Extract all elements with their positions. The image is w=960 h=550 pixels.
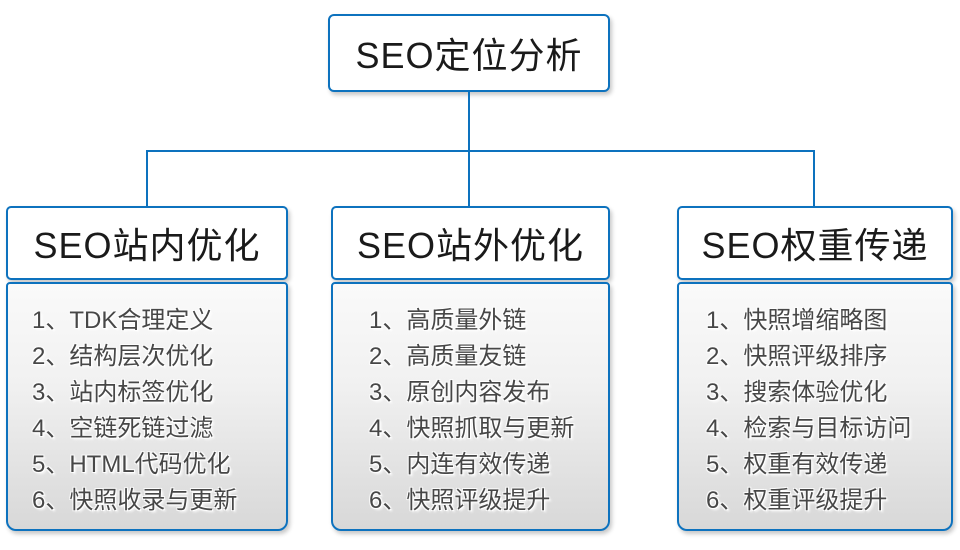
branch-title-label: SEO站内优化 [33,225,261,266]
list-item: 2、结构层次优化 [32,343,214,370]
branch-title-label: SEO权重传递 [701,225,929,266]
list-item: 1、高质量外链 [369,307,527,334]
list-item: 6、快照收录与更新 [32,487,238,514]
list-item: 4、检索与目标访问 [706,415,912,442]
list-item: 3、站内标签优化 [32,379,214,406]
root-node: SEO定位分析 [328,14,610,92]
list-item: 2、快照评级排序 [706,343,888,370]
branch-list-weight: 1、快照增缩略图 2、快照评级排序 3、搜索体验优化 4、检索与目标访问 5、权… [677,282,953,531]
list-item: 4、快照抓取与更新 [369,415,575,442]
connector-drop-left [146,152,148,207]
connector-root-stem [468,92,470,152]
list-item: 1、快照增缩略图 [706,307,888,334]
branch-title-label: SEO站外优化 [356,225,585,266]
list-item: 3、原创内容发布 [369,379,551,406]
list-item: 4、空链死链过滤 [32,415,214,442]
list-item: 2、高质量友链 [369,343,527,370]
branch-node-offsite: SEO站外优化 [331,206,610,280]
branch-list-onsite: 1、TDK合理定义 2、结构层次优化 3、站内标签优化 4、空链死链过滤 5、H… [6,282,288,531]
branch-node-onsite: SEO站内优化 [6,206,288,280]
connector-bus [146,150,815,152]
list-item: 5、权重有效传递 [706,451,888,478]
connector-drop-right [813,152,815,207]
root-node-title: SEO定位分析 [355,35,583,76]
list-item: 3、搜索体验优化 [706,379,888,406]
branch-list-offsite: 1、高质量外链 2、高质量友链 3、原创内容发布 4、快照抓取与更新 5、内连有… [331,282,610,531]
list-item: 6、权重评级提升 [706,487,888,514]
list-item: 5、内连有效传递 [369,451,551,478]
connector-drop-middle [468,152,470,207]
list-item: 5、HTML代码优化 [32,451,231,478]
list-item: 6、快照评级提升 [369,487,551,514]
list-item: 1、TDK合理定义 [32,307,214,334]
branch-node-weight: SEO权重传递 [677,206,953,280]
